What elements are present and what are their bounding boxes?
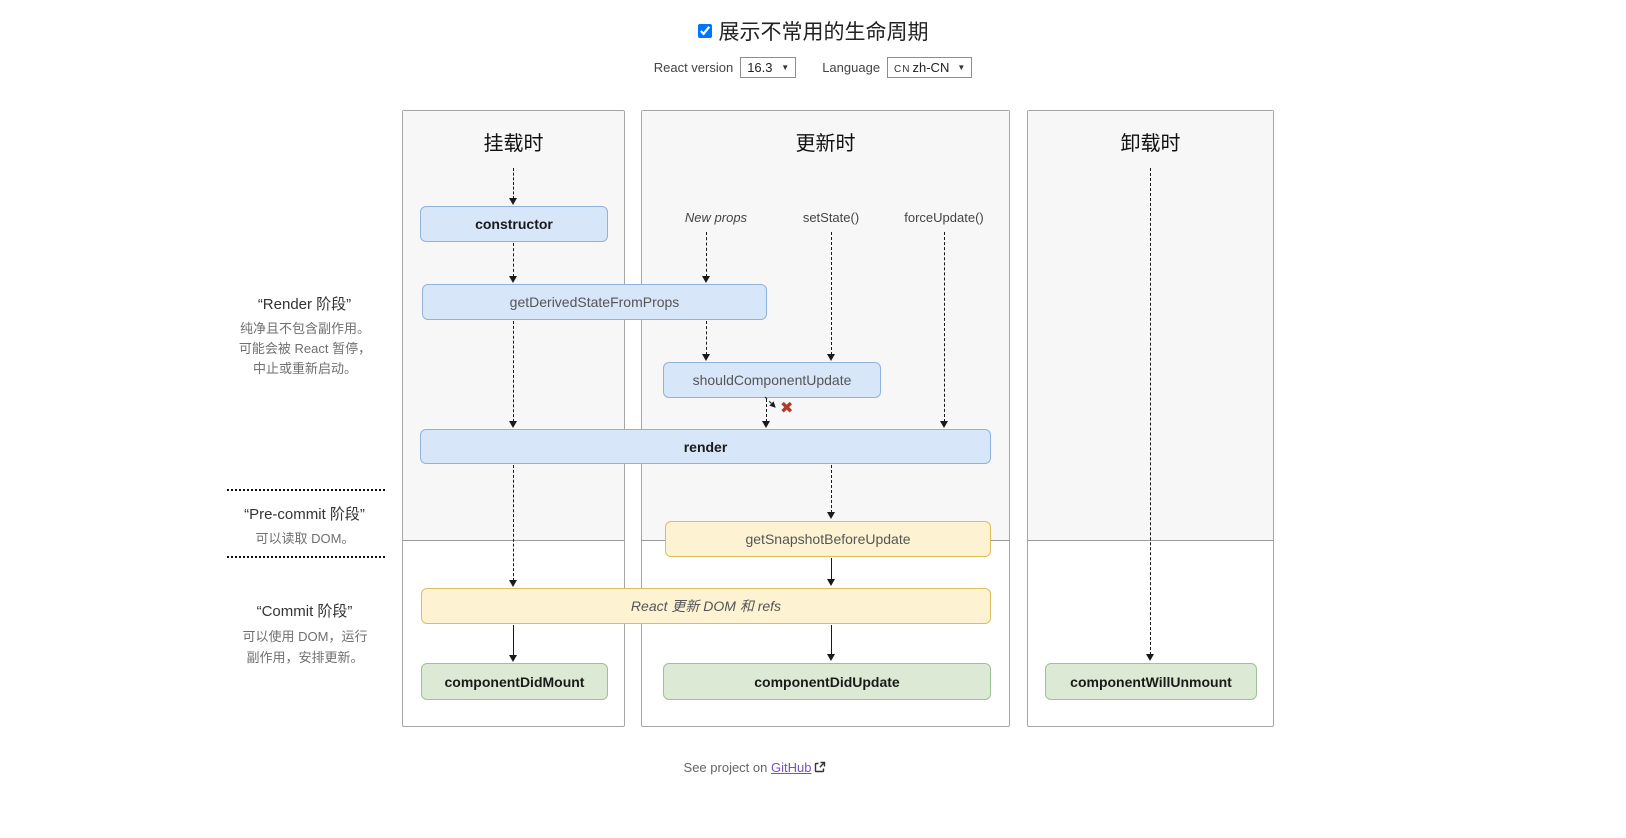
show-uncommon-lifecycles-checkbox[interactable]: [697, 24, 712, 38]
arrowhead-icon: [827, 354, 835, 361]
arrowhead-icon: [509, 276, 517, 283]
react-version-select[interactable]: 16.3 ▼: [740, 57, 797, 78]
commit-phase-desc-line: 副作用，安排更新。: [246, 650, 364, 665]
arrowhead-icon: [827, 512, 835, 519]
dashed-arrow: [513, 168, 514, 199]
pre-commit-phase-desc-line: 可以读取 DOM。: [255, 531, 355, 546]
phase-divider: [227, 489, 385, 491]
arrowhead-icon: [509, 580, 517, 587]
trigger-new-props: New props: [684, 210, 748, 225]
render-phase-zone: [642, 111, 1009, 541]
chevron-down-icon: ▼: [957, 63, 966, 72]
arrowhead-icon: [940, 421, 948, 428]
dashed-arrow: [706, 232, 707, 277]
solid-arrow: [513, 625, 514, 656]
trigger-set-state: setState(): [802, 210, 860, 225]
constructor-box[interactable]: constructor: [420, 206, 608, 242]
trigger-force-update: forceUpdate(): [904, 210, 984, 225]
component-did-mount-box[interactable]: componentDidMount: [421, 663, 608, 700]
dashed-arrow: [766, 399, 767, 422]
arrowhead-icon: [509, 198, 517, 205]
render-phase-desc-line: 纯净且不包含副作用。: [239, 321, 370, 336]
skip-update-x-icon: ✖: [780, 400, 794, 417]
react-version-control: React version 16.3 ▼: [653, 57, 797, 78]
chevron-down-icon: ▼: [781, 63, 790, 72]
dashed-arrow: [944, 232, 945, 422]
render-box[interactable]: render: [420, 429, 991, 464]
get-derived-state-from-props-box[interactable]: getDerivedStateFromProps: [422, 284, 767, 320]
header: 展示不常用的生命周期: [0, 16, 1626, 46]
dashed-arrow: [513, 321, 514, 422]
dashed-arrow: [706, 321, 707, 355]
arrowhead-icon: [827, 579, 835, 586]
cn-flag-icon: CN: [894, 64, 911, 75]
mounting-column-title: 挂载时: [483, 133, 544, 155]
react-version-value: 16.3: [747, 60, 773, 75]
arrowhead-icon: [702, 354, 710, 361]
unmounting-column-title: 卸载时: [1120, 133, 1181, 155]
footer-text: See project on: [683, 760, 768, 775]
arrowhead-icon: [827, 654, 835, 661]
arrowhead-icon: [509, 421, 517, 428]
render-phase-title: “Render 阶段”: [257, 296, 352, 313]
render-phase-desc-line: 中止或重新启动。: [252, 361, 357, 376]
page-title: 展示不常用的生命周期: [718, 21, 929, 44]
dashed-arrow: [1150, 168, 1151, 655]
solid-arrow: [831, 558, 832, 580]
component-did-update-box[interactable]: componentDidUpdate: [663, 663, 991, 700]
updating-column: [641, 110, 1010, 727]
dashed-arrow: [831, 232, 832, 355]
github-link[interactable]: GitHub: [771, 760, 812, 775]
footer: See project on GitHub: [300, 760, 1210, 775]
dashed-arrow: [513, 465, 514, 581]
arrowhead-icon: [509, 655, 517, 662]
arrowhead-icon: [762, 421, 770, 428]
pre-commit-phase-title: “Pre-commit 阶段”: [244, 506, 365, 523]
solid-arrow: [831, 625, 832, 655]
dashed-arrow: [513, 243, 514, 277]
component-will-unmount-box[interactable]: componentWillUnmount: [1045, 663, 1257, 700]
external-link-icon: [815, 761, 826, 773]
dashed-arrow: [831, 465, 832, 513]
arrowhead-icon: [702, 276, 710, 283]
updating-column-title: 更新时: [795, 133, 856, 155]
commit-phase-desc-line: 可以使用 DOM，运行: [242, 629, 368, 644]
commit-phase-title: “Commit 阶段”: [256, 603, 353, 620]
arrowhead-icon: [1146, 654, 1154, 661]
react-version-label: React version: [653, 60, 734, 75]
react-updates-dom-box: React 更新 DOM 和 refs: [421, 588, 991, 624]
phase-divider: [227, 556, 385, 558]
get-snapshot-before-update-box[interactable]: getSnapshotBeforeUpdate: [665, 521, 991, 557]
render-phase-desc-line: 可能会被 React 暂停，: [238, 341, 372, 356]
should-component-update-box[interactable]: shouldComponentUpdate: [663, 362, 881, 398]
skip-update-branch-arrow: [764, 396, 776, 408]
language-label: Language: [822, 60, 881, 75]
